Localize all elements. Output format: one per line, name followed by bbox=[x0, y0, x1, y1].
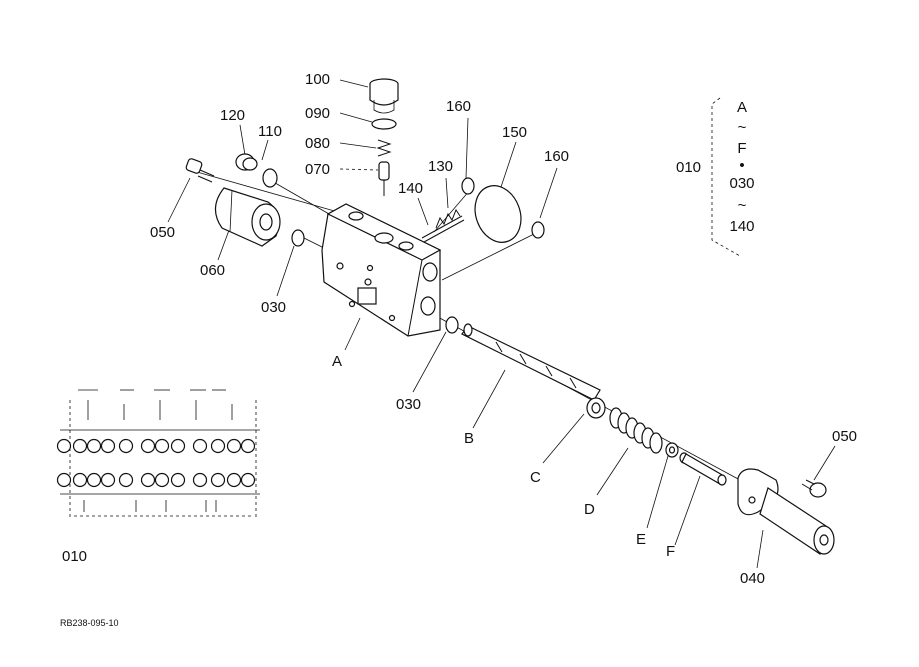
callout-030-left: 030 bbox=[261, 299, 286, 316]
callout-040: 040 bbox=[740, 570, 765, 587]
bolt-F bbox=[679, 452, 727, 486]
o-ring-030-left bbox=[291, 229, 305, 247]
callout-F: F bbox=[666, 543, 675, 560]
callout-120: 120 bbox=[220, 107, 245, 124]
bracket-010 bbox=[711, 97, 741, 257]
callout-010-bracket: 010 bbox=[676, 159, 701, 176]
schematic-port bbox=[154, 438, 170, 454]
spring-130 bbox=[435, 208, 461, 229]
bracket-line-6: ~ bbox=[738, 197, 747, 214]
callout-E: E bbox=[636, 531, 646, 548]
callout-090: 090 bbox=[305, 105, 330, 122]
callout-160-right: 160 bbox=[544, 148, 569, 165]
bracket-line-1: A bbox=[737, 99, 747, 116]
schematic-port bbox=[154, 472, 170, 488]
spring-080 bbox=[376, 139, 392, 157]
callout-130: 130 bbox=[428, 158, 453, 175]
schematic-port bbox=[240, 472, 256, 488]
spring-D bbox=[609, 407, 663, 454]
callout-030-right: 030 bbox=[396, 396, 421, 413]
o-ring-160-right bbox=[531, 221, 545, 239]
callout-060: 060 bbox=[200, 262, 225, 279]
o-ring-150 bbox=[474, 185, 522, 243]
o-ring-110 bbox=[262, 168, 278, 188]
callout-D: D bbox=[584, 501, 595, 518]
plug-100 bbox=[369, 78, 399, 114]
bracket-line-4: • bbox=[739, 157, 744, 174]
bracket-lines: A ~ F • 030 ~ 140 bbox=[729, 99, 754, 235]
callout-050-right: 050 bbox=[832, 428, 857, 445]
callout-070: 070 bbox=[305, 161, 330, 178]
pin-140 bbox=[421, 215, 465, 243]
collar-C bbox=[586, 397, 606, 419]
callout-050-left: 050 bbox=[150, 224, 175, 241]
bracket-line-7: 140 bbox=[729, 218, 754, 235]
schematic-port bbox=[210, 438, 226, 454]
schematic-port bbox=[210, 472, 226, 488]
washer-E bbox=[665, 442, 679, 458]
callout-080: 080 bbox=[305, 135, 330, 152]
schematic-port bbox=[192, 472, 208, 488]
o-ring-030-right bbox=[445, 316, 459, 334]
valve-body-A bbox=[321, 203, 442, 337]
schematic-port bbox=[72, 472, 88, 488]
bracket-line-3: F bbox=[737, 140, 746, 157]
schematic-port bbox=[56, 472, 72, 488]
schematic-port bbox=[140, 438, 156, 454]
schematic-port bbox=[170, 472, 186, 488]
bolt-050-right bbox=[801, 479, 827, 498]
bracket-line-2: ~ bbox=[738, 119, 747, 136]
callout-B: B bbox=[464, 430, 474, 447]
schematic-port bbox=[226, 438, 242, 454]
callout-160-left: 160 bbox=[446, 98, 471, 115]
schematic-port bbox=[100, 472, 116, 488]
leader-lines bbox=[167, 79, 836, 569]
spool-B bbox=[461, 323, 601, 401]
o-ring-160-left bbox=[461, 177, 475, 195]
schematic-label-010: 010 bbox=[62, 548, 87, 565]
callout-100: 100 bbox=[305, 71, 330, 88]
schematic-port bbox=[192, 438, 208, 454]
callout-110: 110 bbox=[258, 123, 282, 140]
schematic-port bbox=[226, 472, 242, 488]
schematic-port bbox=[140, 472, 156, 488]
schematic-port bbox=[86, 472, 102, 488]
drawing-code: RB238-095-10 bbox=[60, 618, 119, 628]
schematic-port bbox=[118, 438, 134, 454]
poppet-070 bbox=[378, 161, 390, 196]
callout-A: A bbox=[332, 353, 342, 370]
callout-140: 140 bbox=[398, 180, 423, 197]
schematic-port bbox=[100, 438, 116, 454]
hydraulic-schematic bbox=[60, 389, 260, 520]
o-ring-090 bbox=[371, 118, 397, 130]
schematic-circles bbox=[56, 438, 256, 488]
callout-labels: 100 090 080 070 120 110 160 150 160 130 … bbox=[60, 71, 857, 628]
solenoid-060 bbox=[214, 187, 281, 247]
schematic-port bbox=[86, 438, 102, 454]
callout-150: 150 bbox=[502, 124, 527, 141]
callout-C: C bbox=[530, 469, 541, 486]
cover-040 bbox=[737, 468, 835, 555]
bracket-line-5: 030 bbox=[729, 175, 754, 192]
schematic-port bbox=[240, 438, 256, 454]
schematic-port bbox=[170, 438, 186, 454]
bolt-050-left bbox=[185, 158, 215, 183]
schematic-port bbox=[56, 438, 72, 454]
schematic-port bbox=[72, 438, 88, 454]
schematic-port bbox=[118, 472, 134, 488]
plug-120 bbox=[235, 153, 258, 171]
